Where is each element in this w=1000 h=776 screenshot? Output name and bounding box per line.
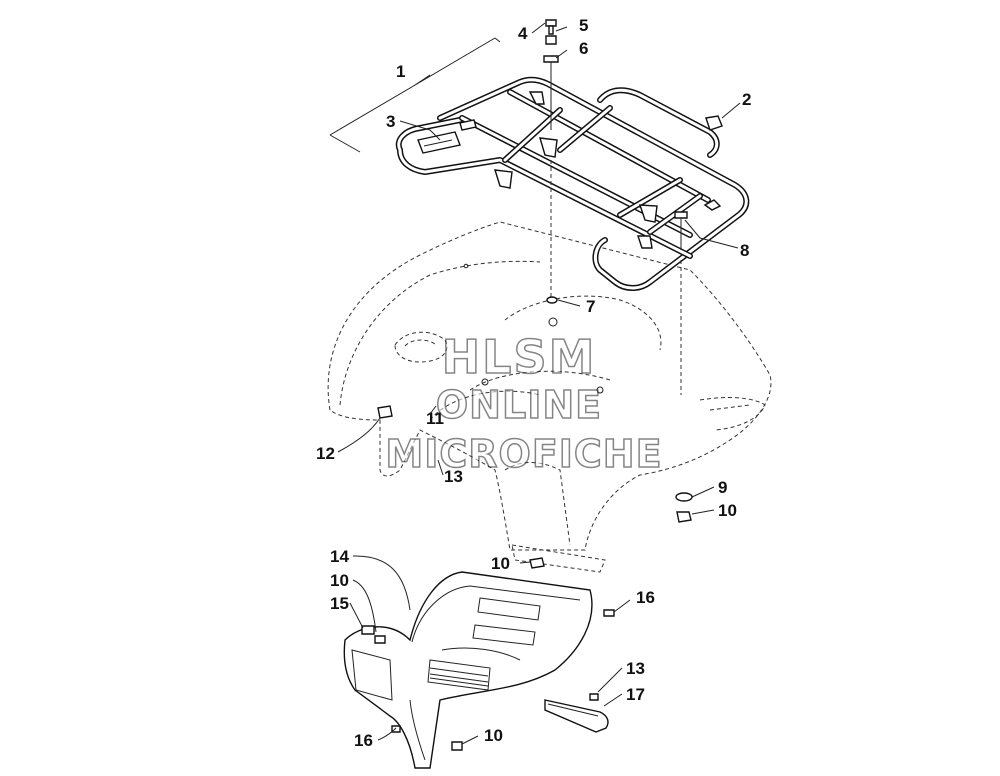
callout-3: 3 (386, 112, 395, 131)
callout-15: 15 (330, 594, 349, 613)
screw-part (674, 211, 688, 395)
callout-13-lower: 13 (626, 659, 645, 678)
footwell (343, 571, 593, 769)
callout-14: 14 (330, 547, 349, 566)
washer-part (675, 492, 693, 502)
fastener-part (377, 405, 393, 419)
watermark-line-3: MICROFICHE (385, 432, 662, 476)
bolt-stack (543, 19, 559, 300)
callout-12: 12 (316, 444, 335, 463)
callout-16-right: 16 (636, 588, 655, 607)
watermark-line-1: HLSM (442, 330, 597, 384)
callout-10-middle: 10 (491, 554, 510, 573)
rear-rack (395, 76, 750, 291)
step-bracket (544, 693, 609, 733)
callout-17: 17 (626, 685, 645, 704)
callout-6: 6 (579, 39, 588, 58)
callout-2: 2 (742, 90, 751, 109)
callout-9: 9 (718, 478, 727, 497)
callout-5: 5 (579, 16, 588, 35)
nut-part-right (676, 511, 692, 523)
callout-7: 7 (586, 297, 595, 316)
callout-8: 8 (740, 241, 749, 260)
nut-part-left (374, 635, 386, 644)
bolt-part-left (361, 625, 375, 635)
nut-part-mid (529, 557, 545, 569)
watermark-line-2: ONLINE (436, 383, 602, 427)
clip-part (705, 115, 723, 131)
callout-4: 4 (518, 24, 528, 43)
nut-part (546, 296, 558, 304)
callout-11: 11 (426, 409, 444, 428)
leader-lines (337, 22, 741, 745)
decal (417, 119, 477, 154)
callout-10-right: 10 (718, 501, 737, 520)
callout-10-left: 10 (330, 571, 349, 590)
nut-part-bottom (451, 741, 463, 751)
screw-part-right (603, 609, 615, 617)
callout-13-upper: 13 (444, 467, 463, 486)
assembly-bracket (329, 37, 501, 153)
callout-16-left: 16 (354, 731, 373, 750)
callout-10-bottom: 10 (484, 726, 503, 745)
callout-1: 1 (396, 62, 405, 81)
